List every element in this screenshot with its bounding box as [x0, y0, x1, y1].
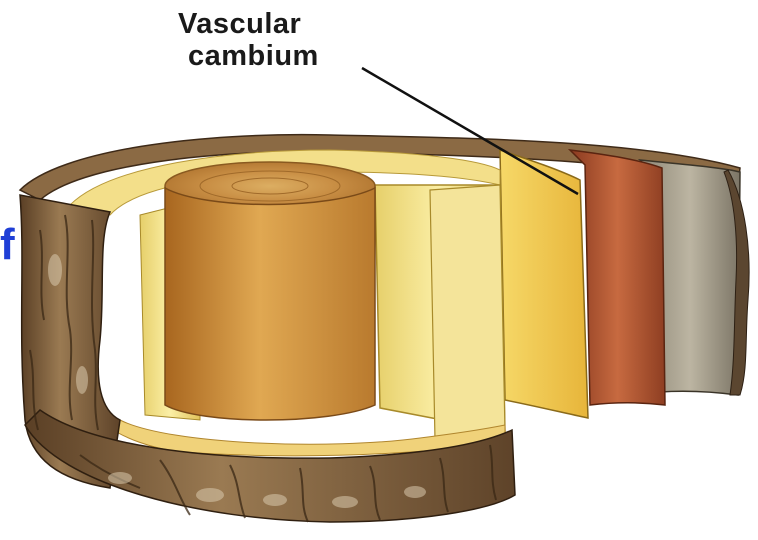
- vascular-cambium-label-line2: cambium: [188, 40, 319, 73]
- heartwood-cylinder: [165, 188, 375, 420]
- cropped-edge-letter: f: [0, 220, 15, 270]
- vascular-cambium-label-line1: Vascular: [178, 8, 301, 41]
- sapwood-front-face: [430, 185, 505, 440]
- vascular-cambium-layer: [500, 150, 588, 418]
